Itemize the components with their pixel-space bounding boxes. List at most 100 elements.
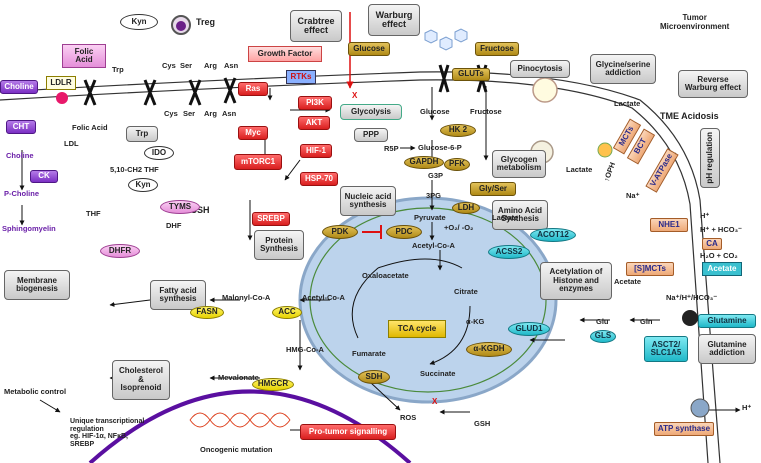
arrow xyxy=(109,299,151,307)
growth-factor-box: Growth Factor xyxy=(248,46,322,62)
crabtree-effect-box: Crabtree effect xyxy=(290,10,342,42)
ca-box: CA xyxy=(702,238,722,250)
acc-enzyme: ACC xyxy=(272,306,302,319)
tumor-microenvironment-label: Tumor Microenvironment xyxy=(660,13,730,31)
p-choline-label: P-Choline xyxy=(4,189,39,198)
cys-top-label: Cys xyxy=(162,61,176,70)
mct-transporter xyxy=(597,142,613,158)
asct2-box: ASCT2/ SLC1A5 xyxy=(644,336,688,362)
unique-regulation-label: Unique transcriptional regulation eg. HI… xyxy=(70,418,145,449)
acetate-label: Acetate xyxy=(614,277,642,286)
gly-ser-box: Gly/Ser xyxy=(470,182,516,196)
fructose-box: Fructose xyxy=(475,42,519,56)
smcts-box: [S]MCTs xyxy=(626,262,674,276)
reverse-warburg-box: Reverse Warburg effect xyxy=(678,70,748,98)
lactate-right-1: Lactate xyxy=(614,99,641,108)
folic-acid-label: Folic Acid xyxy=(72,123,108,132)
ros-label: ROS xyxy=(400,413,417,422)
mtorc1-box: mTORC1 xyxy=(234,154,282,170)
ser-top-label: Ser xyxy=(180,61,193,70)
tca-cycle-arc xyxy=(351,258,471,364)
myc-box: Myc xyxy=(238,126,268,140)
glutamine-addiction-box: Glutamine addiction xyxy=(698,334,756,364)
pinocytosis-vesicle xyxy=(532,77,558,103)
fatty-acid-synthesis-box: Fatty acid synthesis xyxy=(150,280,206,310)
lactate-mid-label: Lactate xyxy=(492,213,519,222)
ser-label: Ser xyxy=(183,109,196,118)
acetate-box: Acetate xyxy=(702,262,742,276)
thf-label: THF xyxy=(86,209,101,218)
oxygen-label: +O₂/ -O₂ xyxy=(444,223,474,232)
asn-label: Asn xyxy=(222,109,237,118)
dhf-label: DHF xyxy=(166,221,182,230)
3pg-label: 3PG xyxy=(426,191,442,200)
ph-regulation-box: pH regulation xyxy=(700,128,720,188)
fumarate-label: Fumarate xyxy=(352,349,386,358)
arg-top-label: Arg xyxy=(204,61,217,70)
arrow xyxy=(39,399,61,413)
ph-regulation-label: pH regulation xyxy=(704,132,714,184)
protein-synthesis-box: Protein Synthesis xyxy=(254,230,304,260)
mevalonate-label: Mevalonate xyxy=(218,373,259,382)
arrow xyxy=(284,159,301,181)
gapdh-enzyme: GAPDH xyxy=(404,156,444,169)
hif1-box: HIF-1 xyxy=(300,144,332,158)
h2o-co2-label: H₂O + CO₂ xyxy=(700,251,738,260)
metabolic-control-label: Metabolic control xyxy=(4,387,67,396)
cht-box: CHT xyxy=(6,120,36,134)
pi3k-box: PI3K xyxy=(298,96,332,110)
acetyl-coa-low-label: Acetyl-Co-A xyxy=(302,293,345,302)
lactate-right-2: Lactate xyxy=(566,165,593,174)
pro-tumor-signalling-box: Pro-tumor signalling xyxy=(300,424,396,440)
choline-box: Choline xyxy=(0,80,38,94)
glud1-enzyme: GLUD1 xyxy=(508,322,550,336)
nhe1-box: NHE1 xyxy=(650,218,688,232)
rtks-box: RTKs xyxy=(286,70,316,84)
nucleic-acid-box: Nucleic acid synthesis xyxy=(340,186,396,216)
glutamine-box: Glutamine xyxy=(698,314,756,328)
tme-acidosis-label: TME Acidosis xyxy=(660,111,719,121)
glucose-box: Glucose xyxy=(348,42,390,56)
ldlr-receptor xyxy=(56,92,68,104)
kyn-top-label: Kyn xyxy=(120,14,158,30)
tca-cycle-box: TCA cycle xyxy=(388,320,446,338)
acetyl-coa-top-label: Acetyl-Co-A xyxy=(412,241,455,250)
dna-strand-b xyxy=(189,412,291,428)
fasn-enzyme: FASN xyxy=(190,306,224,319)
hmgcr-enzyme: HMGCR xyxy=(252,378,294,391)
folic-acid-box: Folic Acid xyxy=(62,44,106,68)
trp-top-label: Trp xyxy=(112,65,124,74)
glycogen-metabolism-box: Glycogen metabolism xyxy=(492,150,546,178)
acot12-enzyme: ACOT12 xyxy=(530,228,576,242)
ldlr-box: LDLR xyxy=(46,76,76,90)
glucose-hexagons xyxy=(424,28,468,51)
h-plus-atp-label: H⁺ xyxy=(742,403,752,412)
glucose-label: Glucose xyxy=(420,107,450,116)
acetylation-box: Acetylation of Histone and enzymes xyxy=(540,262,612,300)
g3p-label: G3P xyxy=(428,171,444,180)
ck-enzyme: CK xyxy=(30,170,58,183)
gsh-bottom-label: GSH xyxy=(474,419,491,428)
pfk-enzyme: PFK xyxy=(444,158,470,171)
warburg-effect-box: Warburg effect xyxy=(368,4,420,36)
hsp70-box: HSP-70 xyxy=(300,172,338,186)
inhibit-x-2: X xyxy=(432,397,438,406)
oncogenic-mutation-label: Oncogenic mutation xyxy=(200,445,273,454)
ido-enzyme: IDO xyxy=(144,146,174,160)
acss2-enzyme: ACSS2 xyxy=(488,245,530,259)
fructose-label: Fructose xyxy=(470,107,502,116)
hk2-enzyme: HK 2 xyxy=(440,124,476,137)
asn-top-label: Asn xyxy=(224,61,239,70)
atp-synthase-box: ATP synthase xyxy=(654,422,714,436)
gsh-mid-label: GSH xyxy=(190,205,210,215)
akt-box: AKT xyxy=(298,116,330,130)
h-hco3-label: H⁺ + HCO₃⁻ xyxy=(700,225,743,234)
oxaloacetate-label: Oxaloacetate xyxy=(362,271,409,280)
glucose-6-p-label: Glucose-6-P xyxy=(418,143,462,152)
arg-label: Arg xyxy=(204,109,217,118)
atp-synthase-icon xyxy=(690,398,710,418)
cholesterol-box: Cholesterol & Isoprenoid xyxy=(112,360,170,400)
ldh-enzyme: LDH xyxy=(452,202,480,214)
sdh-enzyme: SDH xyxy=(358,370,390,384)
